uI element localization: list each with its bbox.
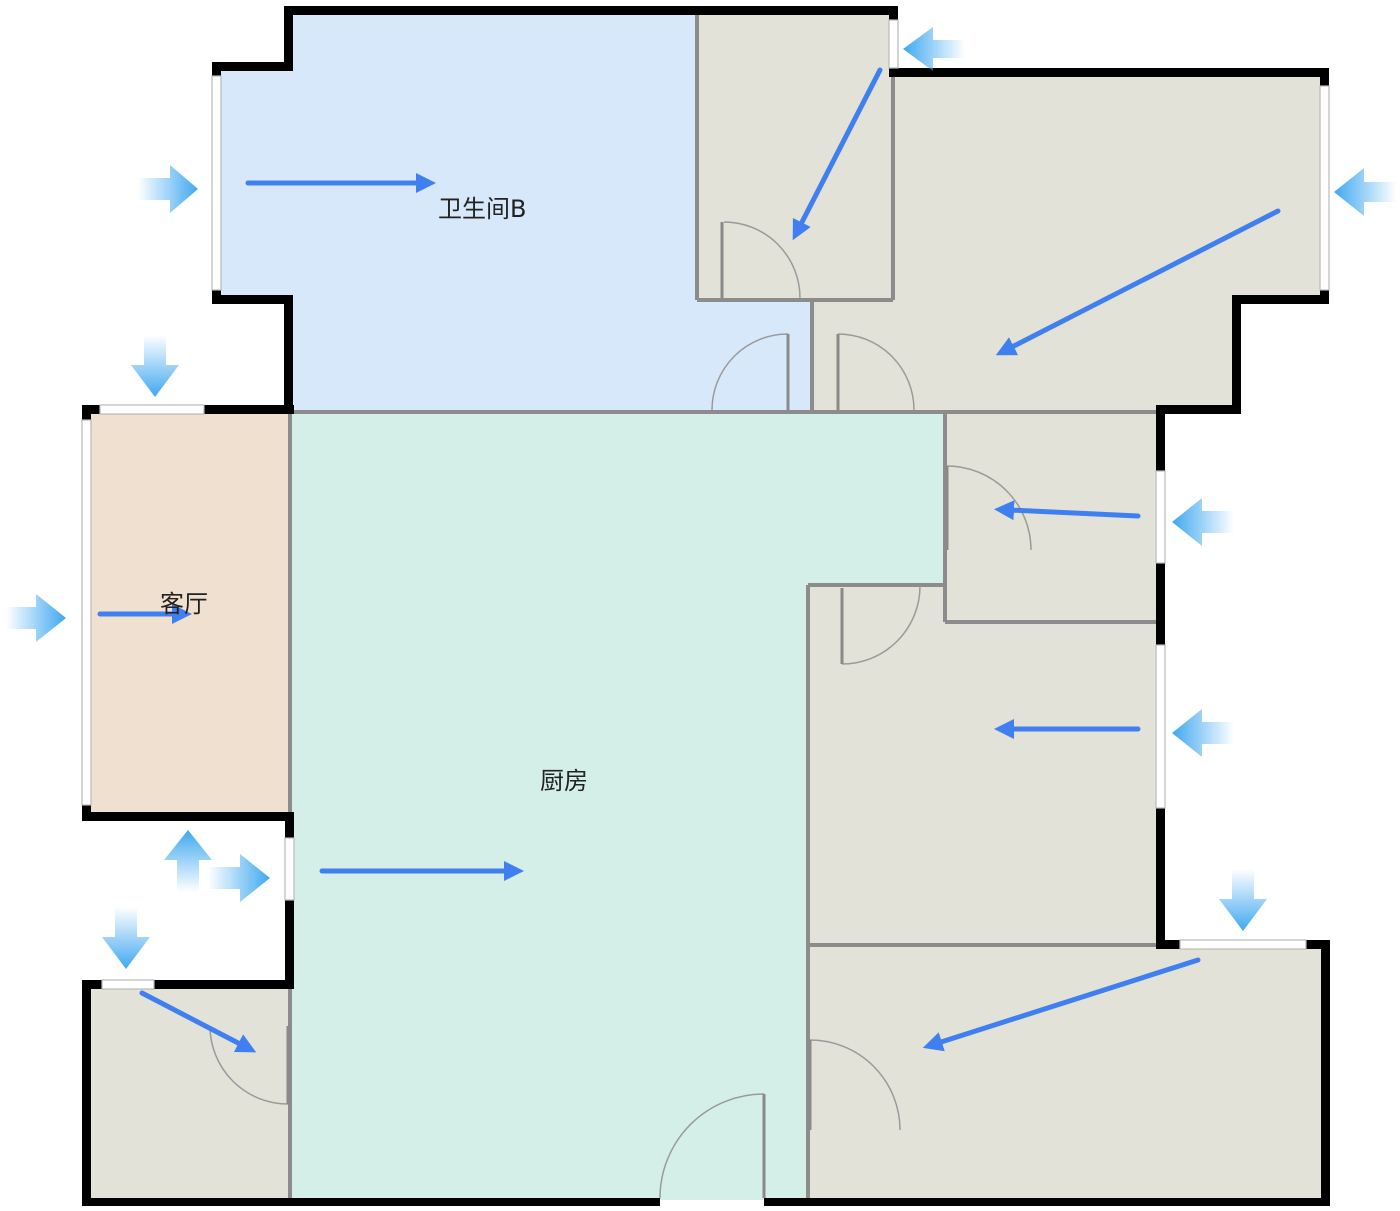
bedroom-northeast-floor (812, 76, 1326, 412)
interior-walls (88, 14, 1160, 1200)
bedroom-east-floor (808, 585, 1160, 945)
light-arrow-icon (6, 594, 66, 642)
light-arrow-icon (1172, 498, 1234, 546)
closet-room-floor (697, 12, 893, 300)
light-arrow-icon (1172, 709, 1234, 757)
flow-arrows (97, 67, 1281, 1053)
light-arrows (6, 27, 1396, 969)
flow-arrow-icon (792, 67, 883, 241)
flow-arrow-icon (922, 957, 1201, 1052)
windows (81, 19, 1330, 990)
flow-arrow-icon (995, 208, 1281, 356)
doors (209, 221, 1032, 1199)
bathroom-b-floor (218, 12, 812, 412)
storage-room-southwest-floor (88, 985, 290, 1200)
light-arrow-icon (164, 830, 212, 892)
room-label-living-room: 客厅 (160, 590, 208, 618)
light-arrow-icon (903, 27, 965, 71)
flow-arrow-icon (139, 990, 257, 1053)
room-label-kitchen: 厨房 (540, 767, 588, 795)
light-arrow-icon (102, 907, 150, 969)
kitchen-floor (290, 412, 945, 1200)
light-arrow-icon (1219, 869, 1267, 931)
light-arrow-icon (1334, 168, 1396, 216)
flow-arrow-icon (994, 500, 1141, 521)
light-arrow-icon (138, 165, 198, 213)
light-arrow-icon (208, 854, 270, 902)
bedroom-southeast-floor (808, 945, 1326, 1200)
room-label-bathroom-b: 卫生间B (438, 195, 526, 223)
light-arrow-icon (131, 335, 179, 397)
